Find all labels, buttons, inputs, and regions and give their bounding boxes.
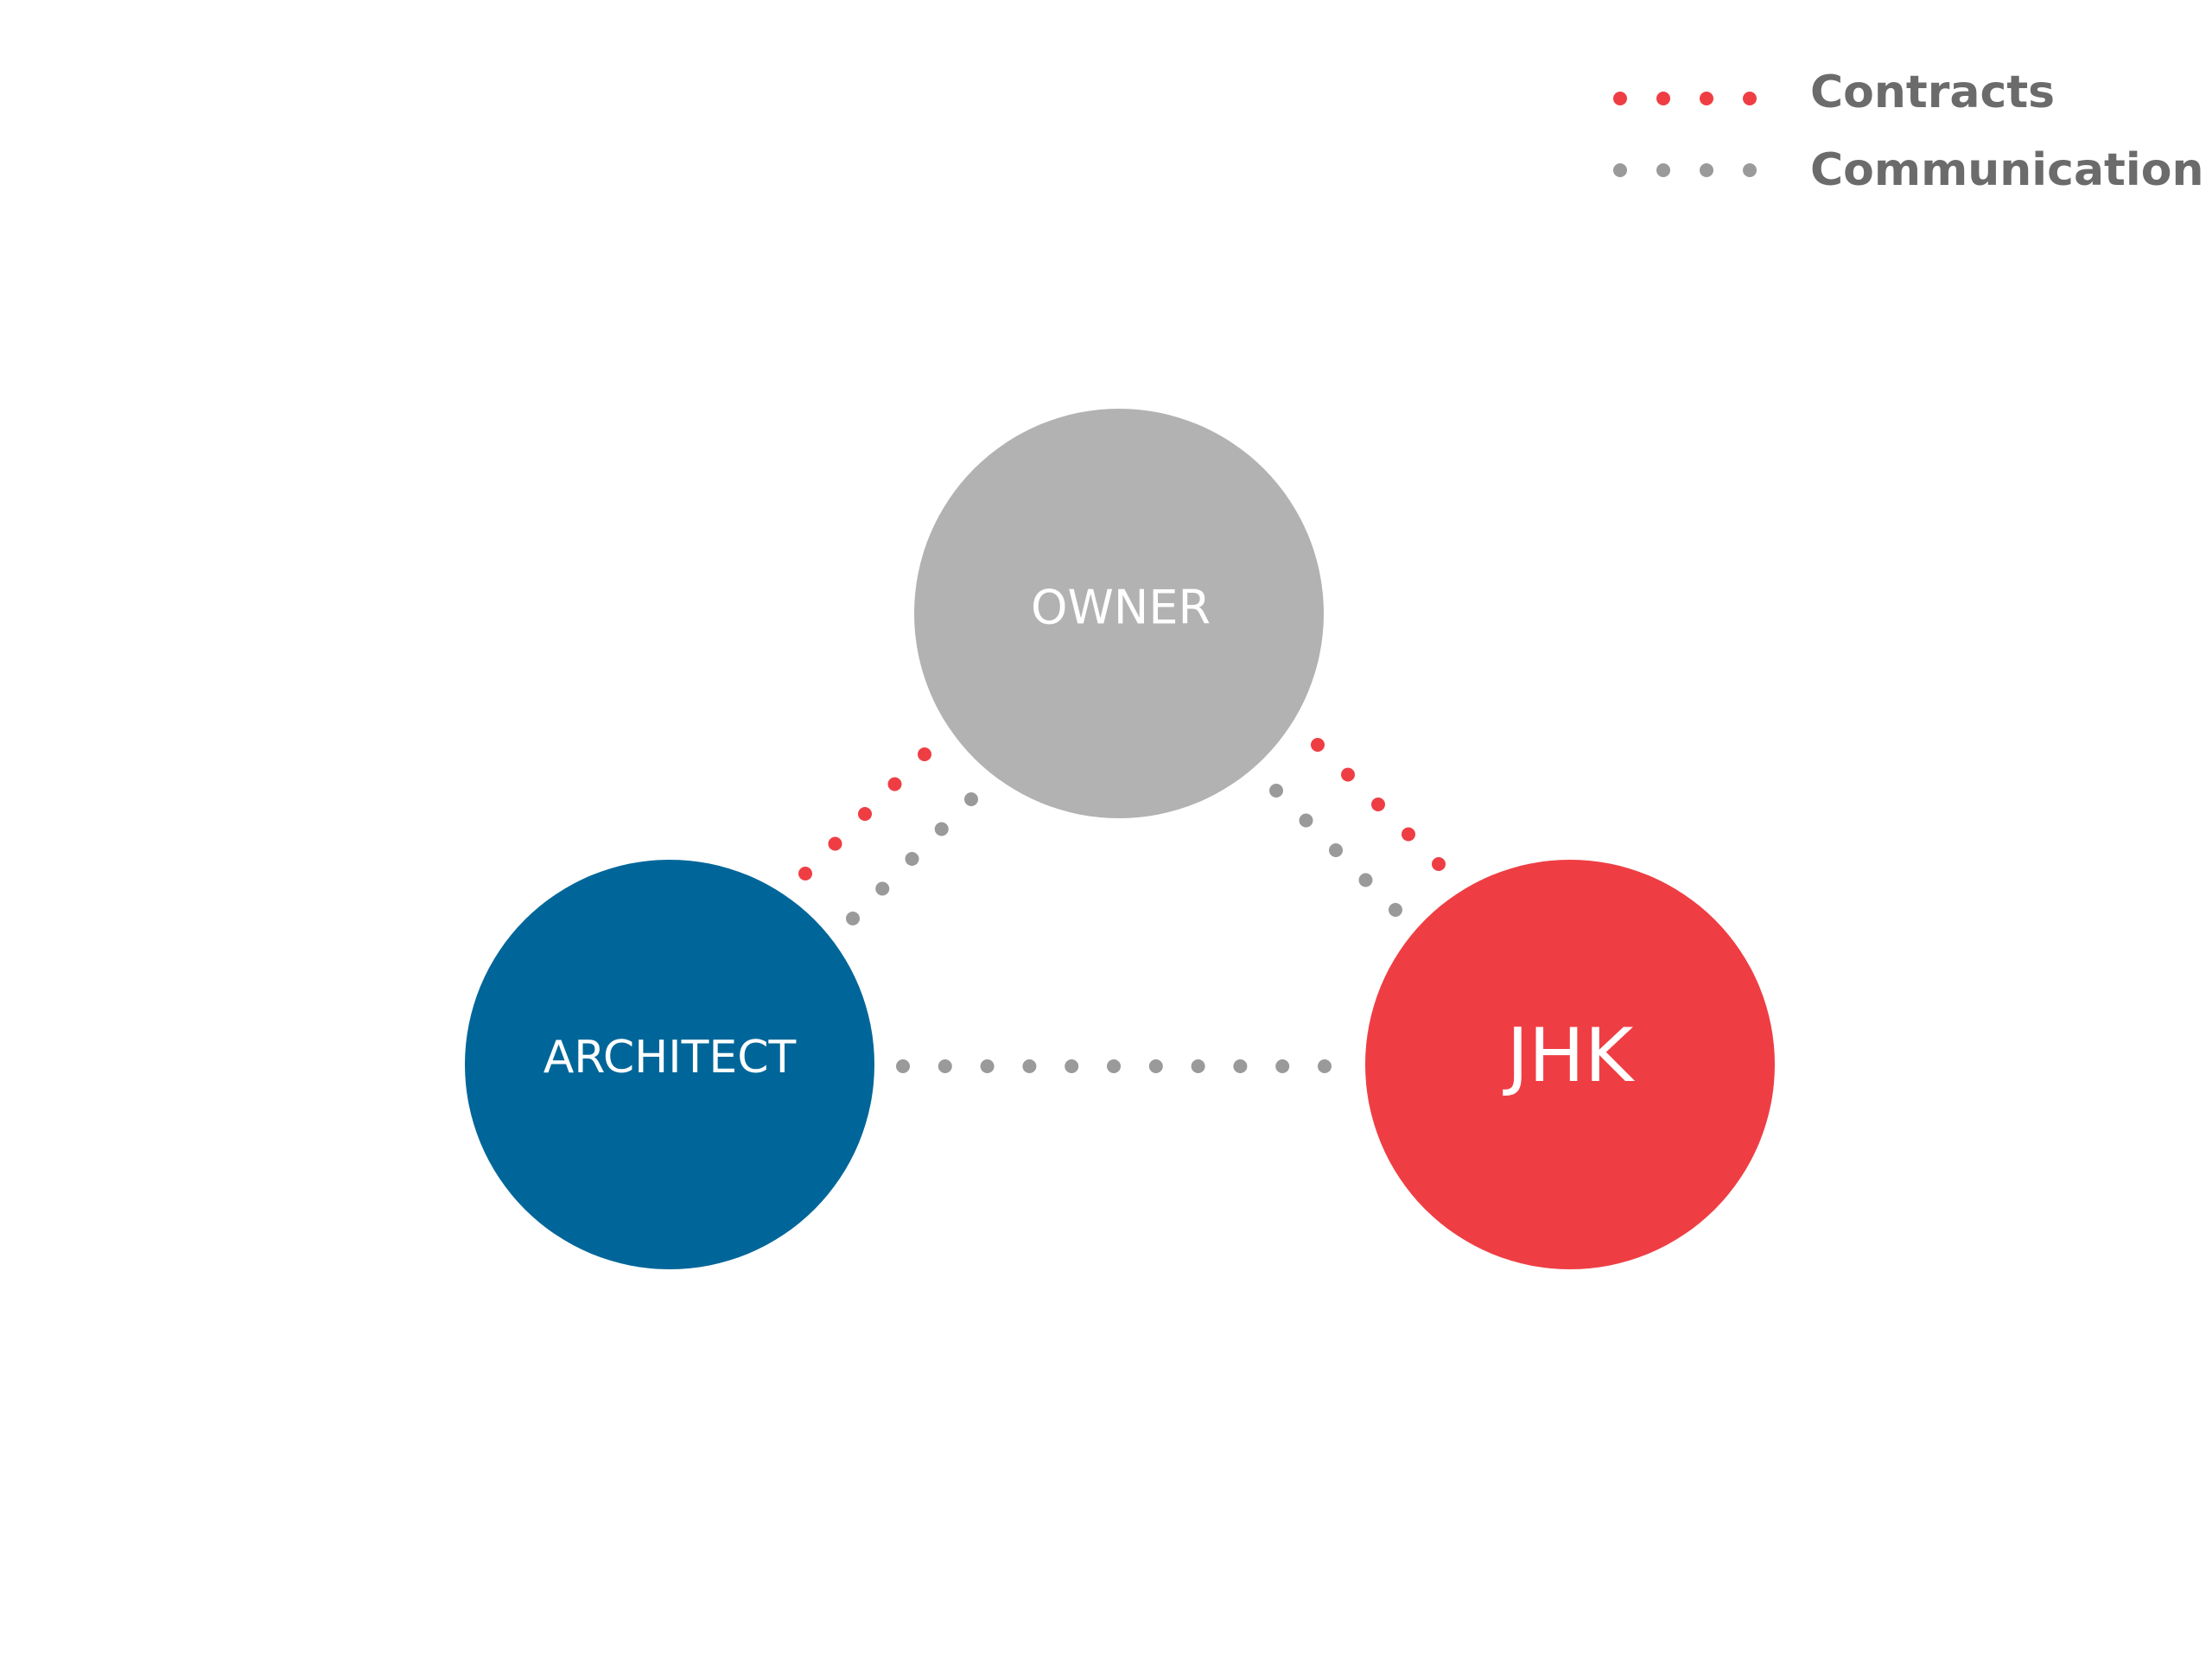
communication-dot — [1148, 1059, 1163, 1073]
legend-contracts-dots — [1613, 92, 1757, 105]
communication-dot — [846, 912, 860, 925]
communication-dot — [1107, 1059, 1121, 1073]
owner-architect-communication-link — [846, 792, 978, 925]
contracts-dot — [1341, 767, 1355, 782]
architect-node-label: ARCHITECT — [543, 1032, 797, 1084]
legend-contracts-dot — [1743, 92, 1757, 105]
contracts-dot — [1402, 827, 1415, 842]
communication-dot — [1329, 843, 1343, 857]
jhk-node-label: JHK — [1506, 1013, 1634, 1099]
communication-dot — [1318, 1059, 1332, 1073]
communication-dot — [1275, 1059, 1290, 1073]
contracts-dot — [828, 836, 842, 851]
communication-dot — [896, 1059, 910, 1073]
contracts-dot — [798, 867, 812, 880]
communication-dot — [1299, 813, 1313, 828]
contracts-dot — [1432, 857, 1446, 871]
legend-communication-dots — [1613, 163, 1757, 177]
legend-communication-dot — [1743, 163, 1757, 177]
contracts-dot — [858, 807, 872, 821]
architect-jhk-communication-link — [896, 1059, 1332, 1073]
owner-jhk-communication-link — [1269, 784, 1402, 917]
contracts-dot — [887, 777, 902, 791]
contracts-dot — [1371, 798, 1385, 811]
communication-dot — [1191, 1059, 1205, 1073]
legend-contracts-dot — [1700, 92, 1713, 105]
legend-communication-dot — [1613, 163, 1627, 177]
communication-dot — [875, 881, 890, 896]
communication-dot — [980, 1059, 995, 1073]
legend-contracts-dot — [1613, 92, 1627, 105]
legend-communication-dot — [1656, 163, 1670, 177]
communication-dot — [964, 792, 978, 806]
owner-node-label: OWNER — [1031, 580, 1211, 635]
legend-label-contracts: Contracts — [1810, 67, 2056, 118]
jhk-node — [1365, 860, 1775, 1269]
communication-dot — [1269, 784, 1283, 798]
contracts-dot — [918, 747, 931, 761]
communication-dot — [1233, 1059, 1248, 1073]
communication-dot — [938, 1059, 952, 1073]
communication-dot — [905, 852, 919, 866]
communication-dot — [1065, 1059, 1079, 1073]
legend-contracts-dot — [1656, 92, 1670, 105]
communication-dot — [934, 822, 949, 836]
communication-dot — [1358, 873, 1373, 887]
owner-node — [914, 409, 1324, 818]
architect-node — [465, 860, 874, 1269]
contracts-dot — [1311, 738, 1325, 752]
owner-jhk-contracts-link — [1311, 738, 1446, 871]
communication-dot — [1022, 1059, 1037, 1073]
communication-dot — [1389, 903, 1402, 917]
legend-label-communication: Communication — [1810, 144, 2204, 196]
owner-architect-contracts-link — [798, 747, 931, 880]
legend-communication-dot — [1700, 163, 1713, 177]
